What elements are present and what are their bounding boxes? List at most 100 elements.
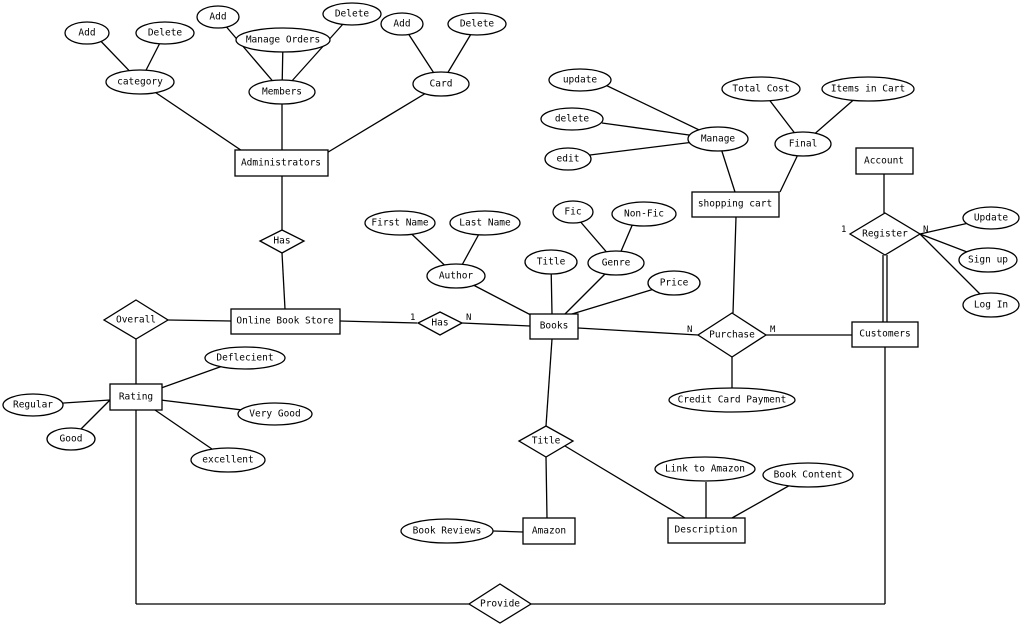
card-purchase-right: M: [770, 325, 776, 335]
svg-text:Description: Description: [675, 525, 738, 536]
svg-text:Add: Add: [209, 12, 226, 23]
entity-administrators: Administrators: [234, 149, 329, 177]
svg-text:shopping cart: shopping cart: [698, 199, 772, 210]
svg-text:Has: Has: [431, 318, 448, 329]
card-purchase-left: N: [687, 325, 692, 335]
svg-text:Overall: Overall: [116, 315, 156, 326]
svg-text:Purchase: Purchase: [709, 330, 755, 341]
svg-text:Price: Price: [660, 278, 689, 289]
rel-register: Register: [848, 212, 922, 256]
svg-text:Register: Register: [862, 229, 908, 240]
entity-online-book-store: Online Book Store: [230, 308, 341, 335]
attr-regular: Regular: [2, 393, 64, 417]
rel-provide: Provide: [467, 583, 533, 624]
svg-text:Credit Card Payment: Credit Card Payment: [678, 395, 787, 406]
svg-text:Add: Add: [393, 19, 410, 30]
attr-category-add: Add: [64, 21, 110, 45]
svg-text:delete: delete: [555, 114, 590, 125]
svg-text:Total Cost: Total Cost: [732, 84, 789, 95]
attributes: Add Delete category Add Manage Orders De…: [2, 2, 1020, 544]
attr-book-content: Book Content: [762, 462, 854, 488]
rel-overall: Overall: [102, 299, 170, 340]
svg-text:Provide: Provide: [480, 599, 520, 610]
svg-text:Update: Update: [974, 213, 1009, 224]
svg-text:Delete: Delete: [148, 28, 183, 39]
svg-text:Regular: Regular: [13, 400, 53, 411]
svg-text:update: update: [563, 75, 598, 86]
svg-text:Author: Author: [439, 271, 474, 282]
svg-text:Account: Account: [864, 156, 904, 167]
card-register-right: N: [923, 225, 928, 235]
attr-card-add: Add: [380, 12, 424, 36]
svg-text:First Name: First Name: [371, 218, 428, 229]
attr-manage-orders: Manage Orders: [235, 27, 331, 53]
relationships: Has Overall Has Title Purchase Register …: [102, 212, 922, 624]
attr-last-name: Last Name: [449, 210, 521, 236]
attr-items-in-cart: Items in Cart: [821, 76, 915, 102]
svg-text:Members: Members: [262, 87, 302, 98]
attr-fic: Fic: [552, 200, 594, 224]
entity-amazon: Amazon: [522, 517, 576, 545]
attr-log-in: Log In: [962, 292, 1020, 318]
attr-card-delete: Delete: [447, 12, 507, 36]
card-register-left: 1: [841, 225, 846, 235]
attr-non-fic: Non-Fic: [611, 201, 677, 227]
entities: Administrators Online Book Store Books R…: [109, 147, 919, 545]
svg-text:Very Good: Very Good: [249, 409, 300, 420]
attr-register-update: Update: [962, 206, 1020, 230]
attr-category-delete: Delete: [135, 21, 195, 45]
attr-members-add: Add: [196, 5, 240, 29]
attr-edit: edit: [544, 147, 592, 171]
attr-link-to-amazon: Link to Amazon: [654, 456, 756, 482]
svg-text:Delete: Delete: [335, 9, 370, 20]
attr-book-reviews: Book Reviews: [400, 518, 494, 544]
svg-text:Add: Add: [78, 28, 95, 39]
rel-store-has: Has: [416, 311, 464, 336]
entity-description: Description: [667, 517, 746, 544]
attr-card: Card: [412, 71, 470, 97]
cardinality-labels: 1 N N M 1 N: [410, 225, 928, 335]
rel-title: Title: [517, 425, 575, 458]
svg-text:Has: Has: [273, 236, 290, 247]
connectors: [32, 13, 992, 605]
svg-text:category: category: [117, 77, 163, 88]
attr-manage: Manage: [687, 126, 749, 152]
svg-text:Customers: Customers: [859, 329, 910, 340]
card-store-has-left: 1: [410, 313, 415, 323]
attr-deficient: Deflecient: [204, 346, 286, 370]
svg-text:Fic: Fic: [564, 207, 581, 218]
svg-text:Deflecient: Deflecient: [216, 353, 273, 364]
svg-text:Books: Books: [540, 321, 569, 332]
svg-text:Rating: Rating: [119, 392, 153, 403]
entity-rating: Rating: [109, 383, 163, 411]
attr-total-cost: Total Cost: [721, 76, 801, 102]
attr-category: category: [105, 69, 175, 95]
entity-books: Books: [529, 313, 579, 340]
entity-account: Account: [855, 147, 914, 175]
attr-members: Members: [248, 79, 316, 105]
svg-text:Book Content: Book Content: [774, 470, 843, 481]
svg-text:Link to Amazon: Link to Amazon: [665, 464, 745, 475]
attr-genre: Genre: [587, 250, 645, 276]
attr-sign-up: Sign up: [958, 247, 1018, 273]
attr-final: Final: [774, 131, 832, 157]
attr-price: Price: [647, 270, 701, 296]
svg-text:edit: edit: [557, 154, 580, 165]
svg-text:Log In: Log In: [974, 300, 1008, 311]
card-store-has-right: N: [466, 313, 471, 323]
svg-text:Administrators: Administrators: [241, 158, 321, 169]
attr-book-title: Title: [524, 249, 578, 275]
attr-members-delete: Delete: [322, 2, 382, 26]
svg-text:Online Book Store: Online Book Store: [236, 316, 334, 327]
svg-text:Card: Card: [430, 79, 453, 90]
svg-text:excellent: excellent: [202, 455, 253, 466]
rel-admin-has: Has: [258, 229, 306, 254]
svg-text:Manage: Manage: [701, 134, 736, 145]
attr-very-good: Very Good: [237, 402, 313, 426]
svg-text:Title: Title: [532, 436, 561, 447]
svg-text:Items in Cart: Items in Cart: [831, 84, 905, 95]
attr-excellent: excellent: [190, 447, 266, 473]
svg-text:Manage Orders: Manage Orders: [246, 35, 320, 46]
svg-text:Delete: Delete: [460, 19, 495, 30]
svg-text:Last Name: Last Name: [459, 218, 511, 229]
